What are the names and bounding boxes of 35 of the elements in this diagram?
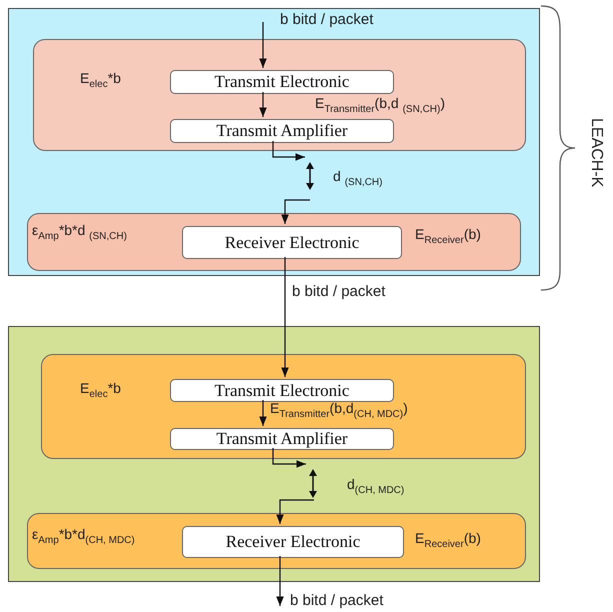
distance-label: d $_{(SN,CH)}$ [333,168,382,188]
process-box: Receiver Electronic [182,526,404,558]
edge-label: b bitd / packet [280,11,374,28]
energy-formula: E$_{elec}$*b [80,70,121,90]
process-box: Transmit Electronic [170,70,394,94]
energy-group [41,354,526,459]
energy-formula: E$_{elec}$*b [80,380,121,400]
process-box: Transmit Amplifier [170,119,394,143]
energy-group [27,513,526,569]
brace-label: LEACH-K [587,118,605,188]
energy-formula: ε$_{Amp}$*b*d $_{(SN,CH)}$ [32,222,127,242]
energy-group [33,39,526,151]
arrow [259,400,267,426]
arrow [281,257,289,377]
distance-label: d$_{(CH, MDC)}$ [347,476,404,496]
edge-label: b bitd / packet [292,283,386,300]
process-box: Receiver Electronic [182,226,402,259]
energy-formula: E$_{Transmitter}$(b,d $_{(SN,CH)}$) [315,95,446,115]
receiver-panel [8,326,540,582]
arrow [259,92,267,117]
arrow [272,448,306,468]
energy-formula: E$_{Receiver}$(b) [415,226,481,246]
arrow [276,499,314,524]
edge-label: b bitd / packet [290,592,384,609]
arrow [276,556,284,606]
energy-formula: E$_{Receiver}$(b) [415,530,481,550]
process-box: Transmit Electronic [170,379,394,402]
energy-group [27,213,521,271]
energy-formula: E$_{Transmitter}$(b,d$_{(CH, MDC)}$) [270,400,408,420]
energy-formula: ε$_{Amp}$*b*d$_{(CH, MDC)}$ [32,526,135,546]
transmitter-panel [8,8,540,276]
arrow [259,22,267,68]
arrow [272,141,305,161]
process-box: Transmit Amplifier [170,428,394,450]
arrow [281,199,310,224]
